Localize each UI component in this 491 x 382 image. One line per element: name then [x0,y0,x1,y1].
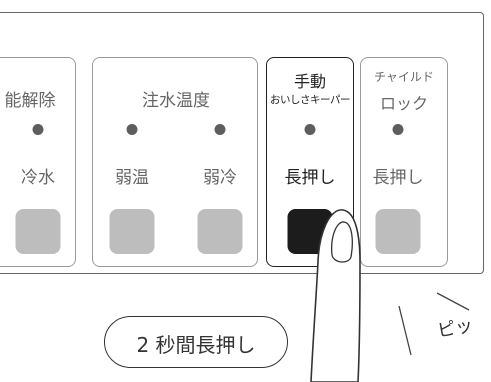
child-lock-action-label: 長押し [372,168,424,188]
sound-line-2 [436,292,470,311]
child-lock-led [392,124,404,135]
freshness-keeper-header: 手動 [293,72,327,91]
water-temp-header: 注水温度 [142,91,210,111]
freshness-keeper-action-label: 長押し [284,168,336,188]
child-lock-header: チャイルド [374,70,434,84]
cool-release-led [32,124,44,135]
sound-line-1 [398,305,412,356]
freshness-keeper-subheader: おいしさキーパー [270,94,350,106]
weak-cool-button[interactable] [197,209,243,254]
weak-cool-led [214,124,226,135]
weak-warm-button[interactable] [109,209,155,254]
weak-cool-label: 弱冷 [203,168,237,188]
cool-release-label: 冷水 [21,168,55,188]
cool-release-header: 能解除 [4,91,56,111]
instruction-text: 2 秒間長押し [136,333,256,357]
child-lock-subheader: ロック [379,94,429,113]
finger-icon [310,209,361,382]
freshness-keeper-led [304,124,316,135]
weak-warm-label: 弱温 [115,168,149,188]
instruction-callout [104,316,288,368]
cool-release-button[interactable] [15,209,61,254]
control-panel: 能解除 冷水 注水温度 弱温 弱冷 手動 おいしさキーパー 長押し チャイルド … [0,12,484,274]
weak-warm-led [126,124,138,135]
child-lock-button[interactable] [375,209,421,254]
fingernail-icon [331,221,353,263]
